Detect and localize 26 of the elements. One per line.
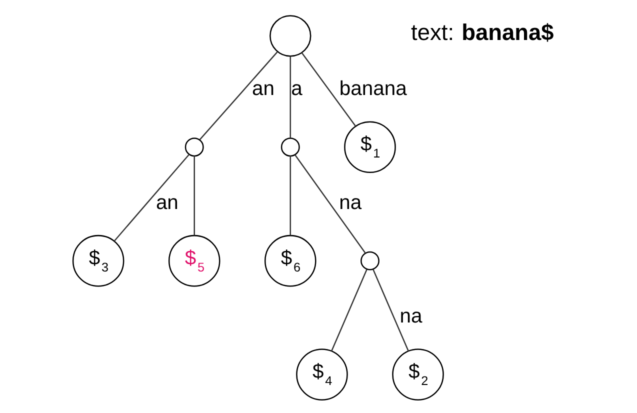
node-circle <box>280 138 300 157</box>
label: text: banana$ <box>411 19 554 46</box>
edge-label: banana <box>339 78 407 100</box>
node-circle <box>270 15 312 57</box>
node-circle <box>184 138 204 157</box>
node-circle: $$_{2}$ <box>392 348 444 400</box>
connector <box>199 51 278 140</box>
node-circle: $$_{4}$ <box>296 348 348 400</box>
connector <box>372 269 409 352</box>
connector <box>194 156 195 236</box>
edge-label: a <box>291 78 302 100</box>
edge-label: na <box>400 305 422 328</box>
edge-label: an <box>252 78 274 100</box>
edge-label: na <box>339 192 362 214</box>
node-circle: $$_{3}$ <box>72 234 124 287</box>
connector <box>290 156 292 236</box>
node-circle: $$_{1}$ <box>344 121 396 174</box>
connector <box>294 154 366 254</box>
connector <box>301 52 356 127</box>
connector <box>114 154 190 242</box>
node-circle <box>360 251 380 270</box>
edge-label: an <box>156 192 178 214</box>
connector <box>330 269 368 352</box>
connector <box>290 56 292 138</box>
node-circle: $$_{6}$ <box>264 234 316 287</box>
node-circle: $$_{5}$ <box>168 234 220 287</box>
